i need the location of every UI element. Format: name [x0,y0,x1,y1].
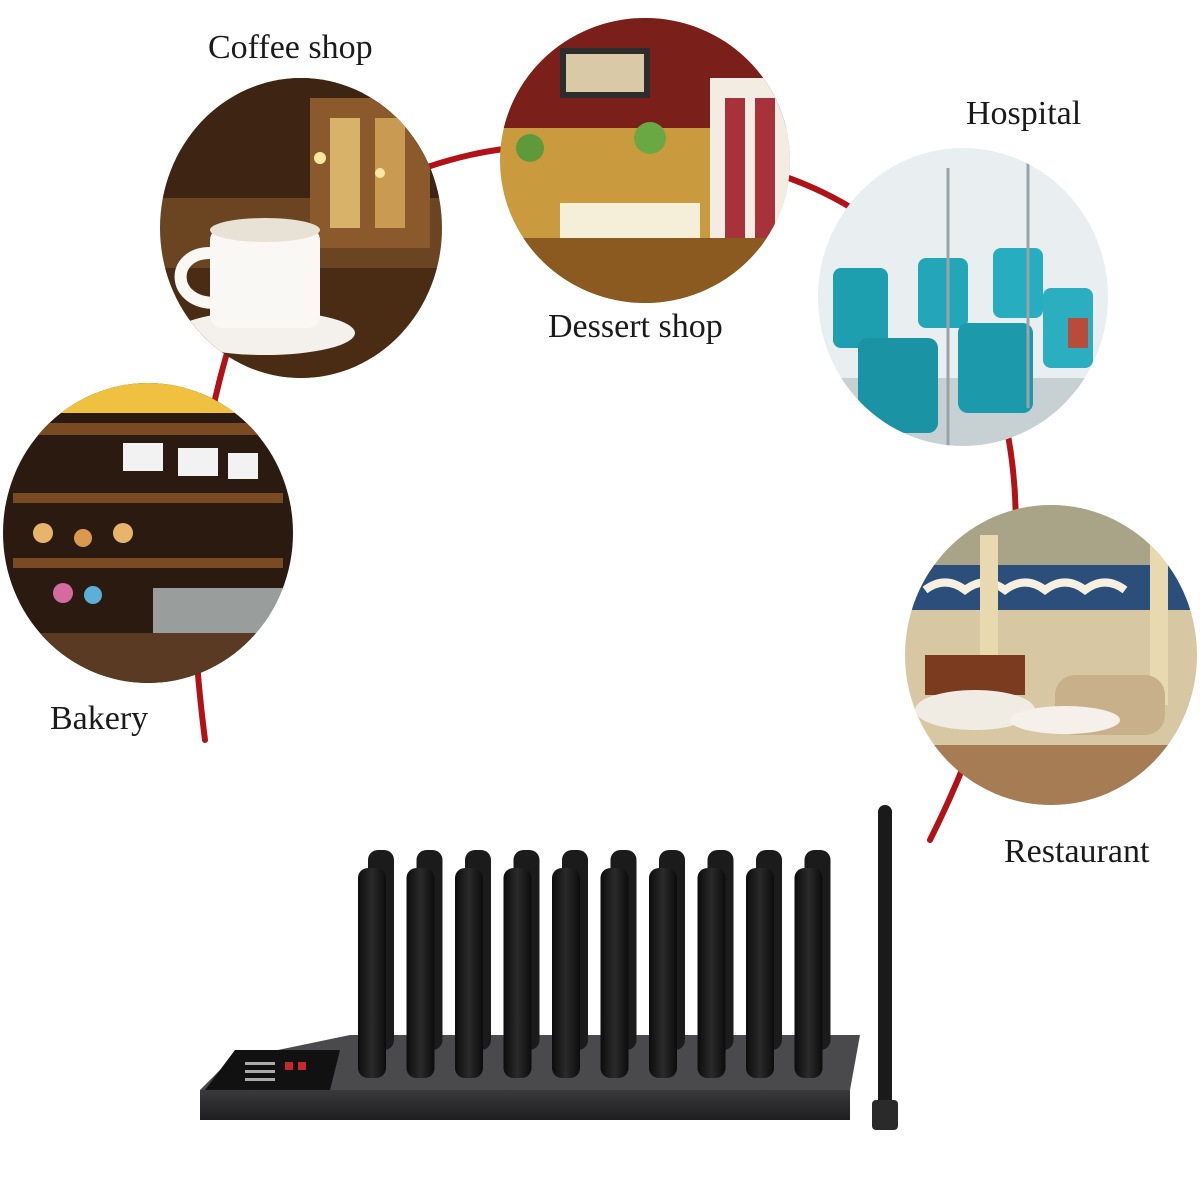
venue-label-restaurant: Restaurant [1004,833,1150,870]
pager-device [649,868,677,1078]
pager-device [552,868,580,1078]
pager-device [455,868,483,1078]
pager-device [794,868,823,1078]
venue-label-bakery: Bakery [50,700,149,737]
pager-device [697,868,726,1078]
venue-label-dessert: Dessert shop [548,308,723,345]
hospital-photo [818,148,1108,446]
pager-device [358,868,386,1078]
pager-device [503,868,532,1078]
pager-device [406,868,435,1078]
pager-device [600,868,629,1078]
restaurant-photo [905,505,1197,805]
pager-base-product [200,805,898,1130]
dessert-shop-photo [500,18,790,303]
coffee-shop-photo [160,78,442,378]
venue-label-coffee: Coffee shop [208,29,373,66]
venue-label-hospital: Hospital [966,95,1082,132]
bakery-photo [3,383,293,683]
pager-device [746,868,774,1078]
